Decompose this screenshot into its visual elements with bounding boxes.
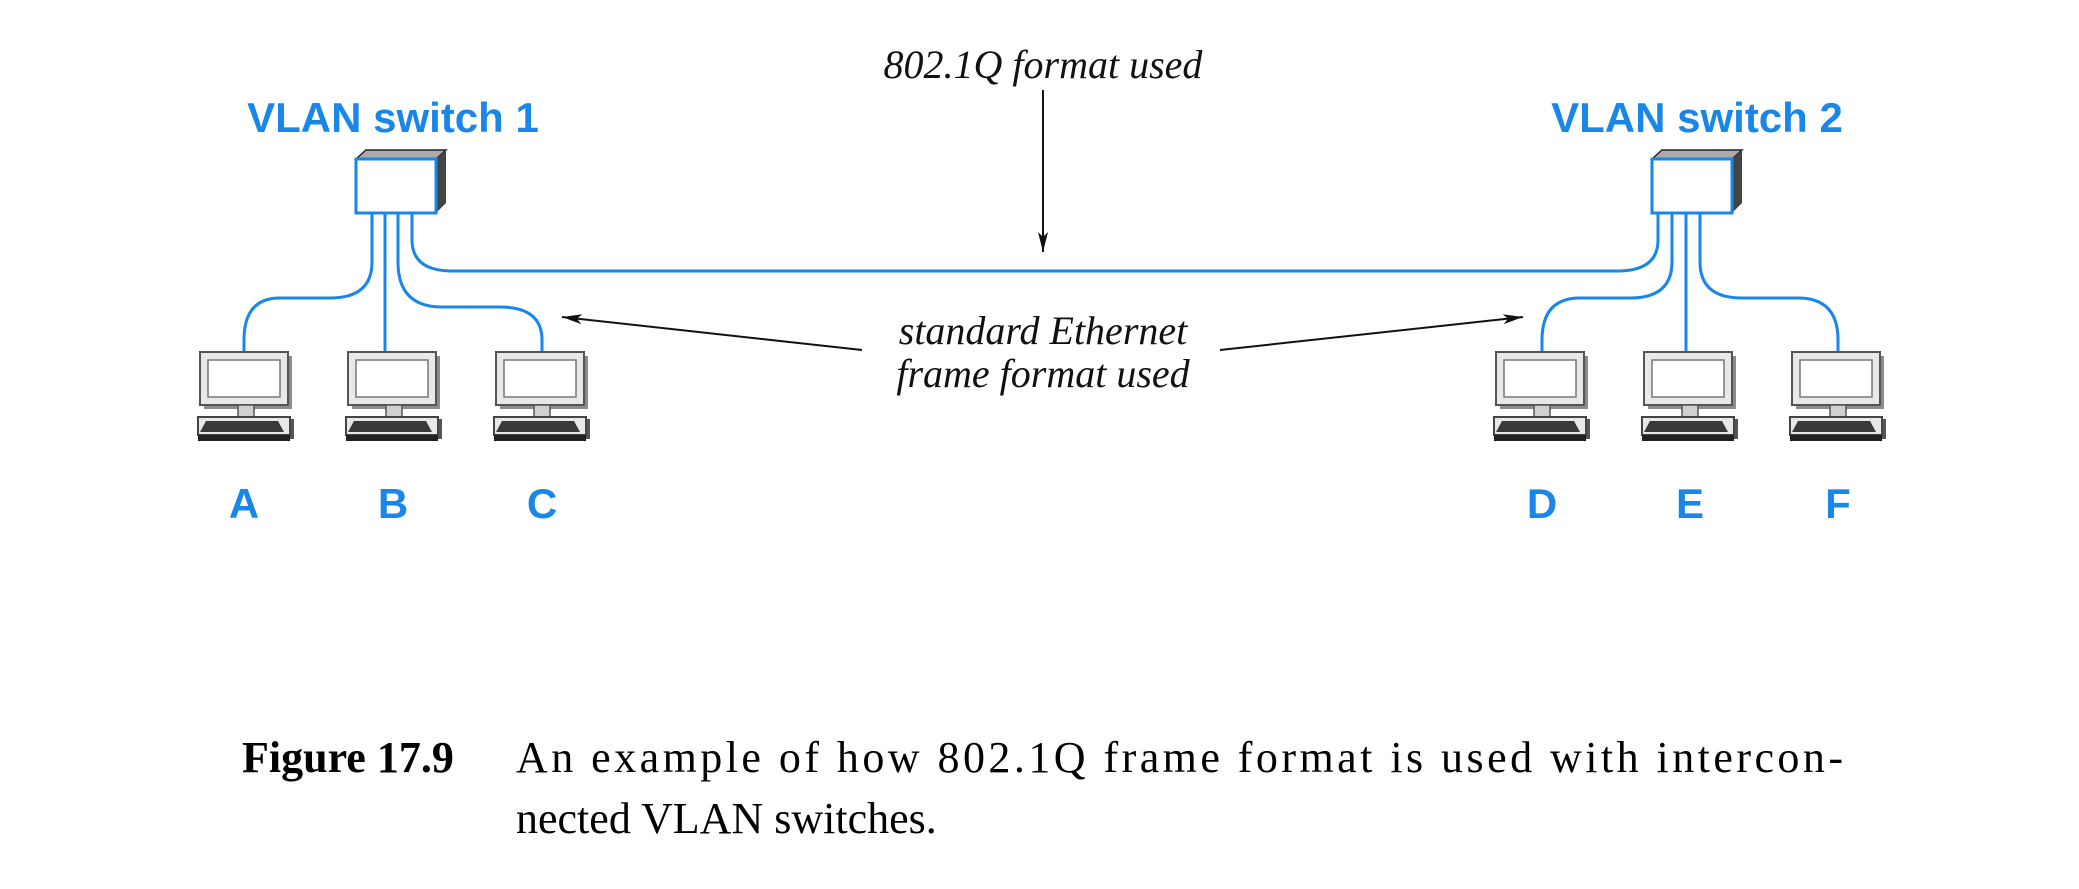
access-annotation-line1: standard Ethernet — [899, 308, 1188, 353]
cable-c — [396, 213, 544, 352]
caption-line-2: nected VLAN switches. — [516, 794, 937, 843]
host-e-computer-icon — [1641, 351, 1739, 442]
switch-1-label: VLAN switch 1 — [247, 94, 539, 141]
trunk-cable — [410, 213, 1660, 273]
host-f-computer-icon — [1789, 351, 1887, 442]
access-arrow-left — [561, 314, 863, 351]
access-arrow-right — [1219, 314, 1524, 351]
trunk-annotation: 802.1Q format used — [884, 42, 1204, 87]
host-label-b: B — [378, 480, 408, 527]
host-label-e: E — [1676, 480, 1704, 527]
switch-2-cables — [1540, 213, 1840, 352]
caption-line-1: An example of how 802.1Q frame format is… — [516, 733, 1843, 782]
cable-d — [1540, 213, 1674, 352]
switch-2-icon — [1650, 148, 1744, 215]
switch-1-icon — [354, 148, 448, 215]
host-d-computer-icon — [1493, 351, 1591, 442]
cable-f — [1698, 213, 1840, 352]
switch-2-label: VLAN switch 2 — [1551, 94, 1843, 141]
host-label-f: F — [1825, 480, 1851, 527]
host-label-d: D — [1527, 480, 1557, 527]
host-label-a: A — [229, 480, 259, 527]
access-annotation-line2: frame format used — [896, 351, 1190, 396]
switch-1-cables — [242, 213, 544, 352]
host-a-computer-icon — [197, 351, 295, 442]
host-b-computer-icon — [345, 351, 443, 442]
host-label-c: C — [527, 480, 557, 527]
caption-number: Figure 17.9 — [242, 733, 454, 782]
host-c-computer-icon — [493, 351, 591, 442]
cable-a — [242, 213, 374, 352]
